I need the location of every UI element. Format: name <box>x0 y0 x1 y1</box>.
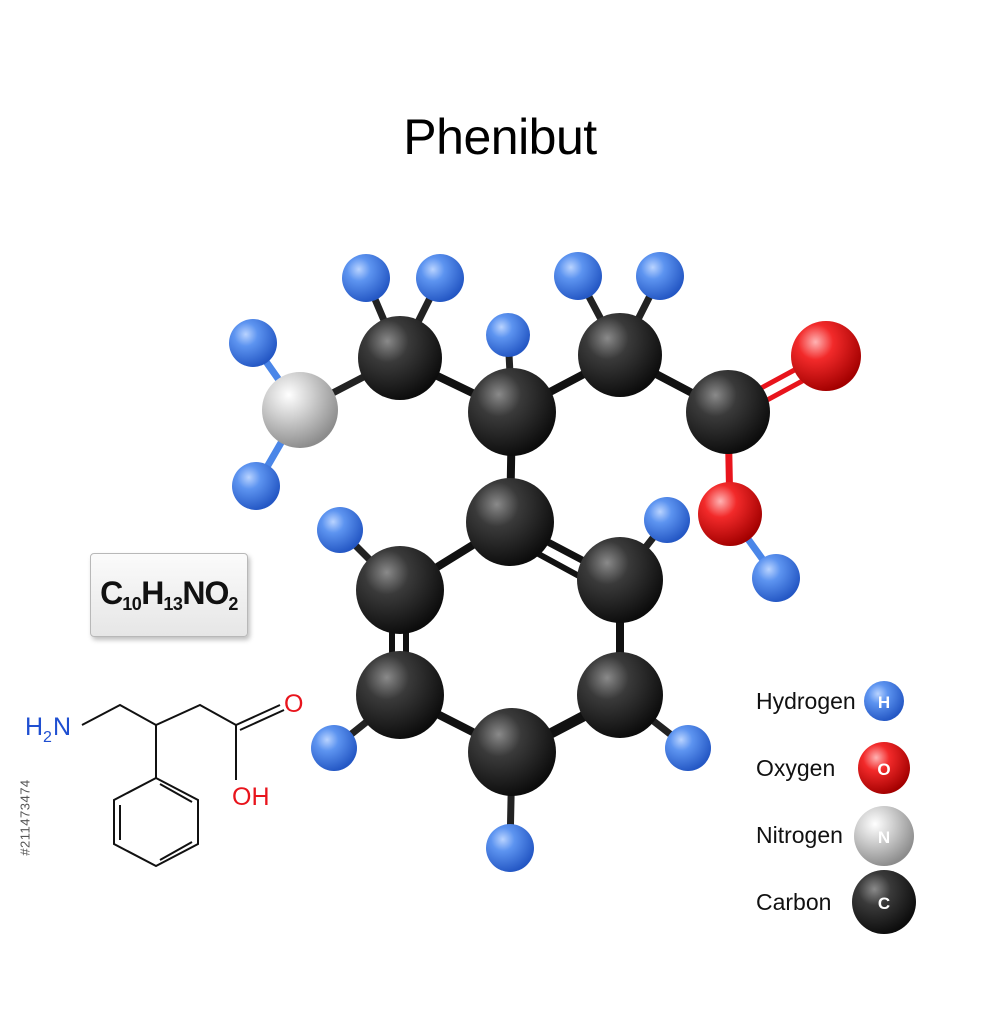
skeletal-hydroxyl: OH <box>232 783 270 811</box>
formula-h-count: 13 <box>163 594 183 614</box>
hydrogen-atom <box>229 319 277 367</box>
legend-nitrogen-symbol: N <box>878 828 890 847</box>
hydrogen-atom <box>232 462 280 510</box>
diagram-title: Phenibut <box>403 109 597 165</box>
carbon-atom <box>468 708 556 796</box>
formula-o-count: 2 <box>228 594 238 614</box>
carbon-atom <box>468 368 556 456</box>
legend-label-carbon: Carbon <box>756 889 832 915</box>
legend-hydrogen-ball <box>864 681 904 721</box>
legend-label-nitrogen: Nitrogen <box>756 822 843 848</box>
formula-no: NO <box>182 575 229 611</box>
hydrogen-atom <box>317 507 363 553</box>
carbon-atom <box>356 546 444 634</box>
carbon-atom <box>358 316 442 400</box>
hydrogen-atom <box>342 254 390 302</box>
legend-label-hydrogen: Hydrogen <box>756 688 856 714</box>
carbon-atom <box>577 652 663 738</box>
carbon-atom <box>356 651 444 739</box>
oxygen-atom <box>698 482 762 546</box>
hydrogen-atom <box>416 254 464 302</box>
hydrogen-atom <box>636 252 684 300</box>
legend-hydrogen-symbol: H <box>878 693 890 712</box>
skeletal-amine-h: H <box>25 713 43 741</box>
formula-c-count: 10 <box>122 594 142 614</box>
skeletal-amine-subscript: 2 <box>43 729 52 746</box>
legend-carbon-ball <box>852 870 916 934</box>
legend-nitrogen-ball <box>854 806 914 866</box>
hydrogen-atom <box>665 725 711 771</box>
nitrogen-atom <box>262 372 338 448</box>
skeletal-formula <box>81 703 285 868</box>
skeletal-carbonyl-o: O <box>284 690 303 718</box>
hydrogen-atom <box>554 252 602 300</box>
formula-c: C <box>100 575 123 611</box>
molecular-formula-box: C10H13NO2 <box>90 553 248 637</box>
carbon-atom <box>578 313 662 397</box>
carbon-atom <box>686 370 770 454</box>
molecular-formula: C10H13NO2 <box>100 575 238 615</box>
legend-carbon-symbol: C <box>878 894 890 913</box>
hydrogen-atom <box>644 497 690 543</box>
oxygen-atom <box>791 321 861 391</box>
legend-oxygen-symbol: O <box>877 760 890 779</box>
legend-label-oxygen: Oxygen <box>756 755 836 781</box>
legend-atoms: H O N C <box>852 681 916 934</box>
skeletal-amine-n: N <box>53 713 71 741</box>
molecule-atoms <box>229 252 861 872</box>
hydrogen-atom <box>311 725 357 771</box>
stock-id-watermark: #211473474 <box>17 779 33 856</box>
formula-h: H <box>141 575 164 611</box>
carbon-atom <box>577 537 663 623</box>
hydrogen-atom <box>752 554 800 602</box>
legend-oxygen-ball <box>858 742 910 794</box>
carbon-atom <box>466 478 554 566</box>
hydrogen-atom <box>486 824 534 872</box>
hydrogen-atom <box>486 313 530 357</box>
